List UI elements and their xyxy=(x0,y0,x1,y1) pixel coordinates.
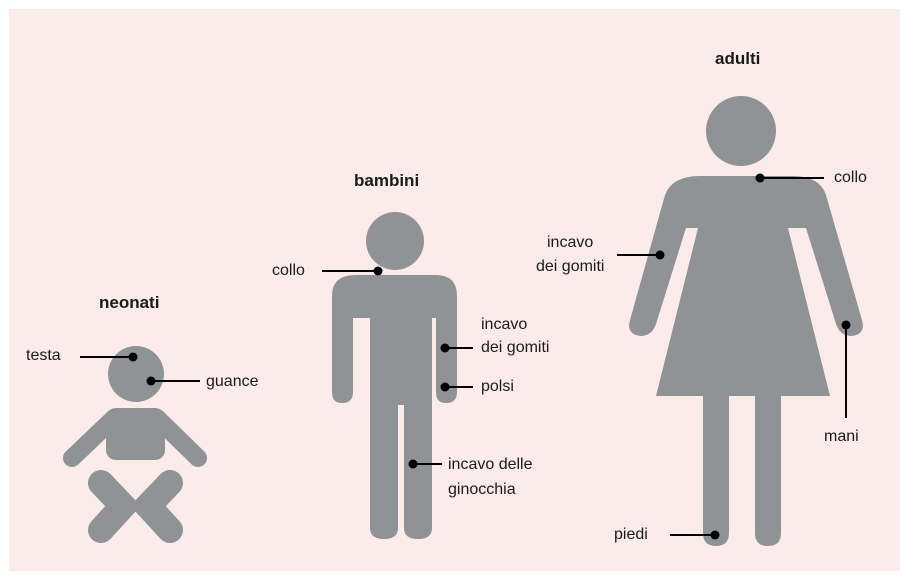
marker-dots xyxy=(128,173,851,540)
adult-head xyxy=(706,96,776,166)
label-mani: mani xyxy=(824,428,859,445)
label-dei-gomiti-child: dei gomiti xyxy=(481,339,550,356)
marker-dot xyxy=(128,352,138,362)
label-dei-gomiti-adult: dei gomiti xyxy=(536,258,605,275)
label-ginocchia: ginocchia xyxy=(448,481,516,498)
label-incavo-adult: incavo xyxy=(547,234,594,251)
baby-figure xyxy=(63,346,207,543)
label-guance: guance xyxy=(206,373,259,390)
child-figure xyxy=(332,212,457,539)
baby-right-leg xyxy=(130,470,183,543)
marker-dot xyxy=(755,173,765,183)
child-body xyxy=(332,275,457,539)
marker-dot xyxy=(440,382,450,392)
label-polsi: polsi xyxy=(481,378,514,395)
adults-title: adulti xyxy=(715,49,761,68)
children-title: bambini xyxy=(354,171,420,190)
marker-dot xyxy=(146,376,156,386)
marker-dot xyxy=(373,266,383,276)
baby-right-arm xyxy=(148,409,207,467)
marker-dot xyxy=(841,320,851,330)
baby-left-arm xyxy=(63,409,123,467)
leader-lines xyxy=(80,177,847,536)
label-incavo-delle: incavo delle xyxy=(448,456,533,473)
marker-dot xyxy=(710,530,720,540)
label-testa: testa xyxy=(26,347,61,364)
marker-dot xyxy=(655,250,665,260)
label-piedi: piedi xyxy=(614,526,648,543)
newborns-title: neonati xyxy=(99,293,160,312)
label-collo-adult: collo xyxy=(834,169,867,186)
label-incavo-child: incavo xyxy=(481,316,528,333)
adult-figure xyxy=(629,96,863,546)
marker-dot xyxy=(440,343,450,353)
child-head xyxy=(366,212,424,270)
baby-left-leg xyxy=(88,470,141,543)
baby-head xyxy=(108,346,164,402)
adult-body xyxy=(629,176,863,546)
label-collo-child: collo xyxy=(272,262,305,279)
marker-dot xyxy=(408,459,418,469)
